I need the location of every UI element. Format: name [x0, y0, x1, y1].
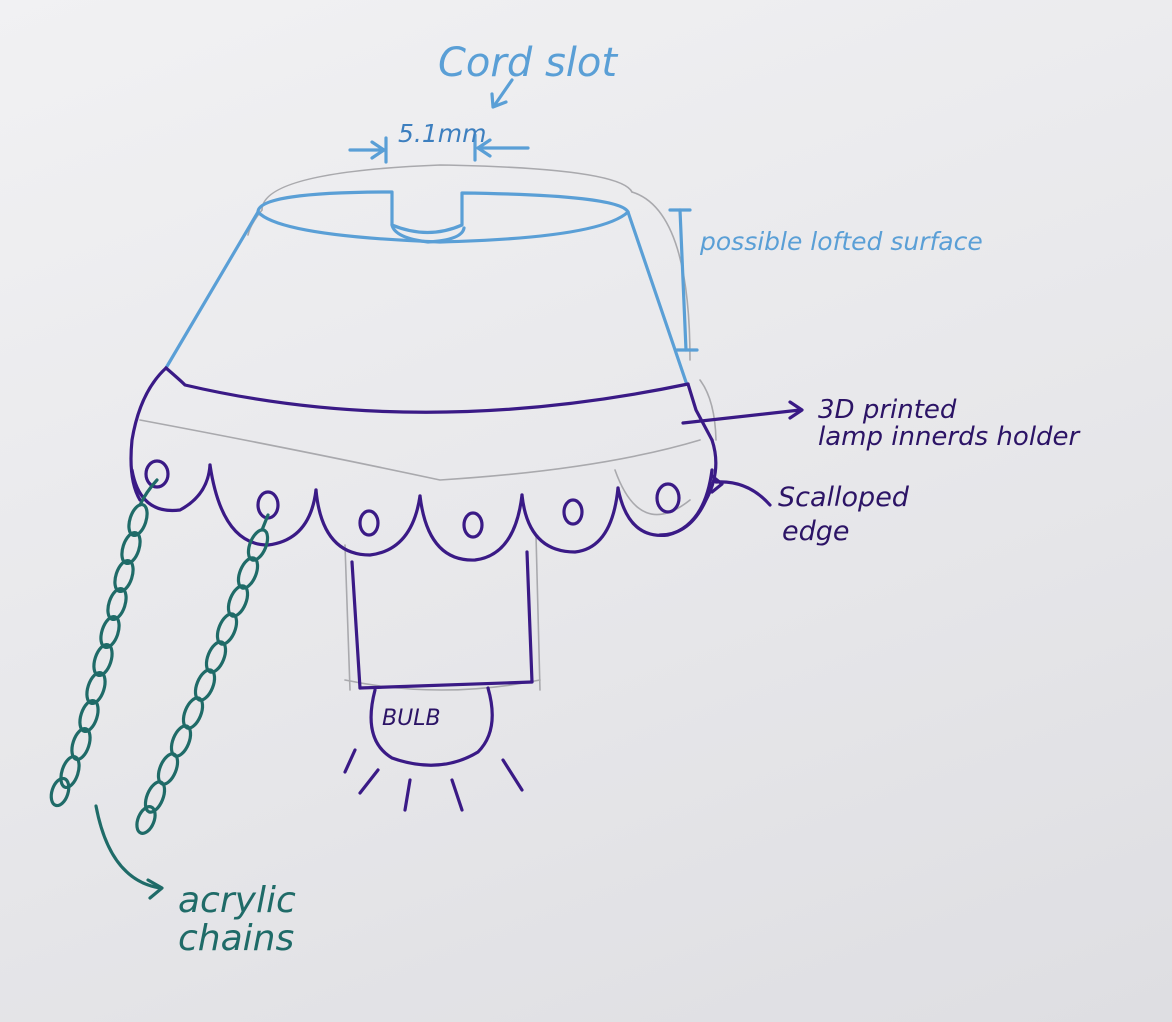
lampshade-top	[166, 192, 686, 382]
chains-label-line1: acrylic	[178, 880, 296, 921]
chains-label-line2: chains	[178, 918, 294, 959]
chain-left	[48, 480, 157, 808]
socket-body	[352, 552, 532, 688]
pencil-guides	[140, 165, 716, 690]
scallop-hole-5	[564, 500, 582, 524]
chains-arrow	[96, 806, 162, 898]
bulb-rays	[345, 750, 522, 810]
scallop-hole-1	[146, 461, 168, 487]
scallop-hole-3	[360, 511, 378, 535]
slot-width-label: 5.1mm	[398, 119, 486, 148]
chain-right	[133, 515, 271, 836]
scallop-hole-6	[657, 484, 679, 512]
scallop-label-line2: edge	[782, 516, 850, 547]
lofted-surface-label: possible lofted surface	[699, 227, 983, 256]
scallop-hole-4	[464, 513, 482, 537]
bulb-label: BULB	[382, 706, 441, 731]
holder-label-line2: lamp innerds holder	[818, 422, 1082, 452]
cord-slot-label: Cord slot	[438, 40, 618, 86]
scallop-label-line1: Scalloped	[778, 482, 910, 513]
scallop-arrow	[712, 476, 770, 505]
lofted-surface-bracket	[670, 210, 697, 350]
holder-arrow	[683, 402, 802, 423]
holder-label-line1: 3D printed	[818, 395, 957, 425]
